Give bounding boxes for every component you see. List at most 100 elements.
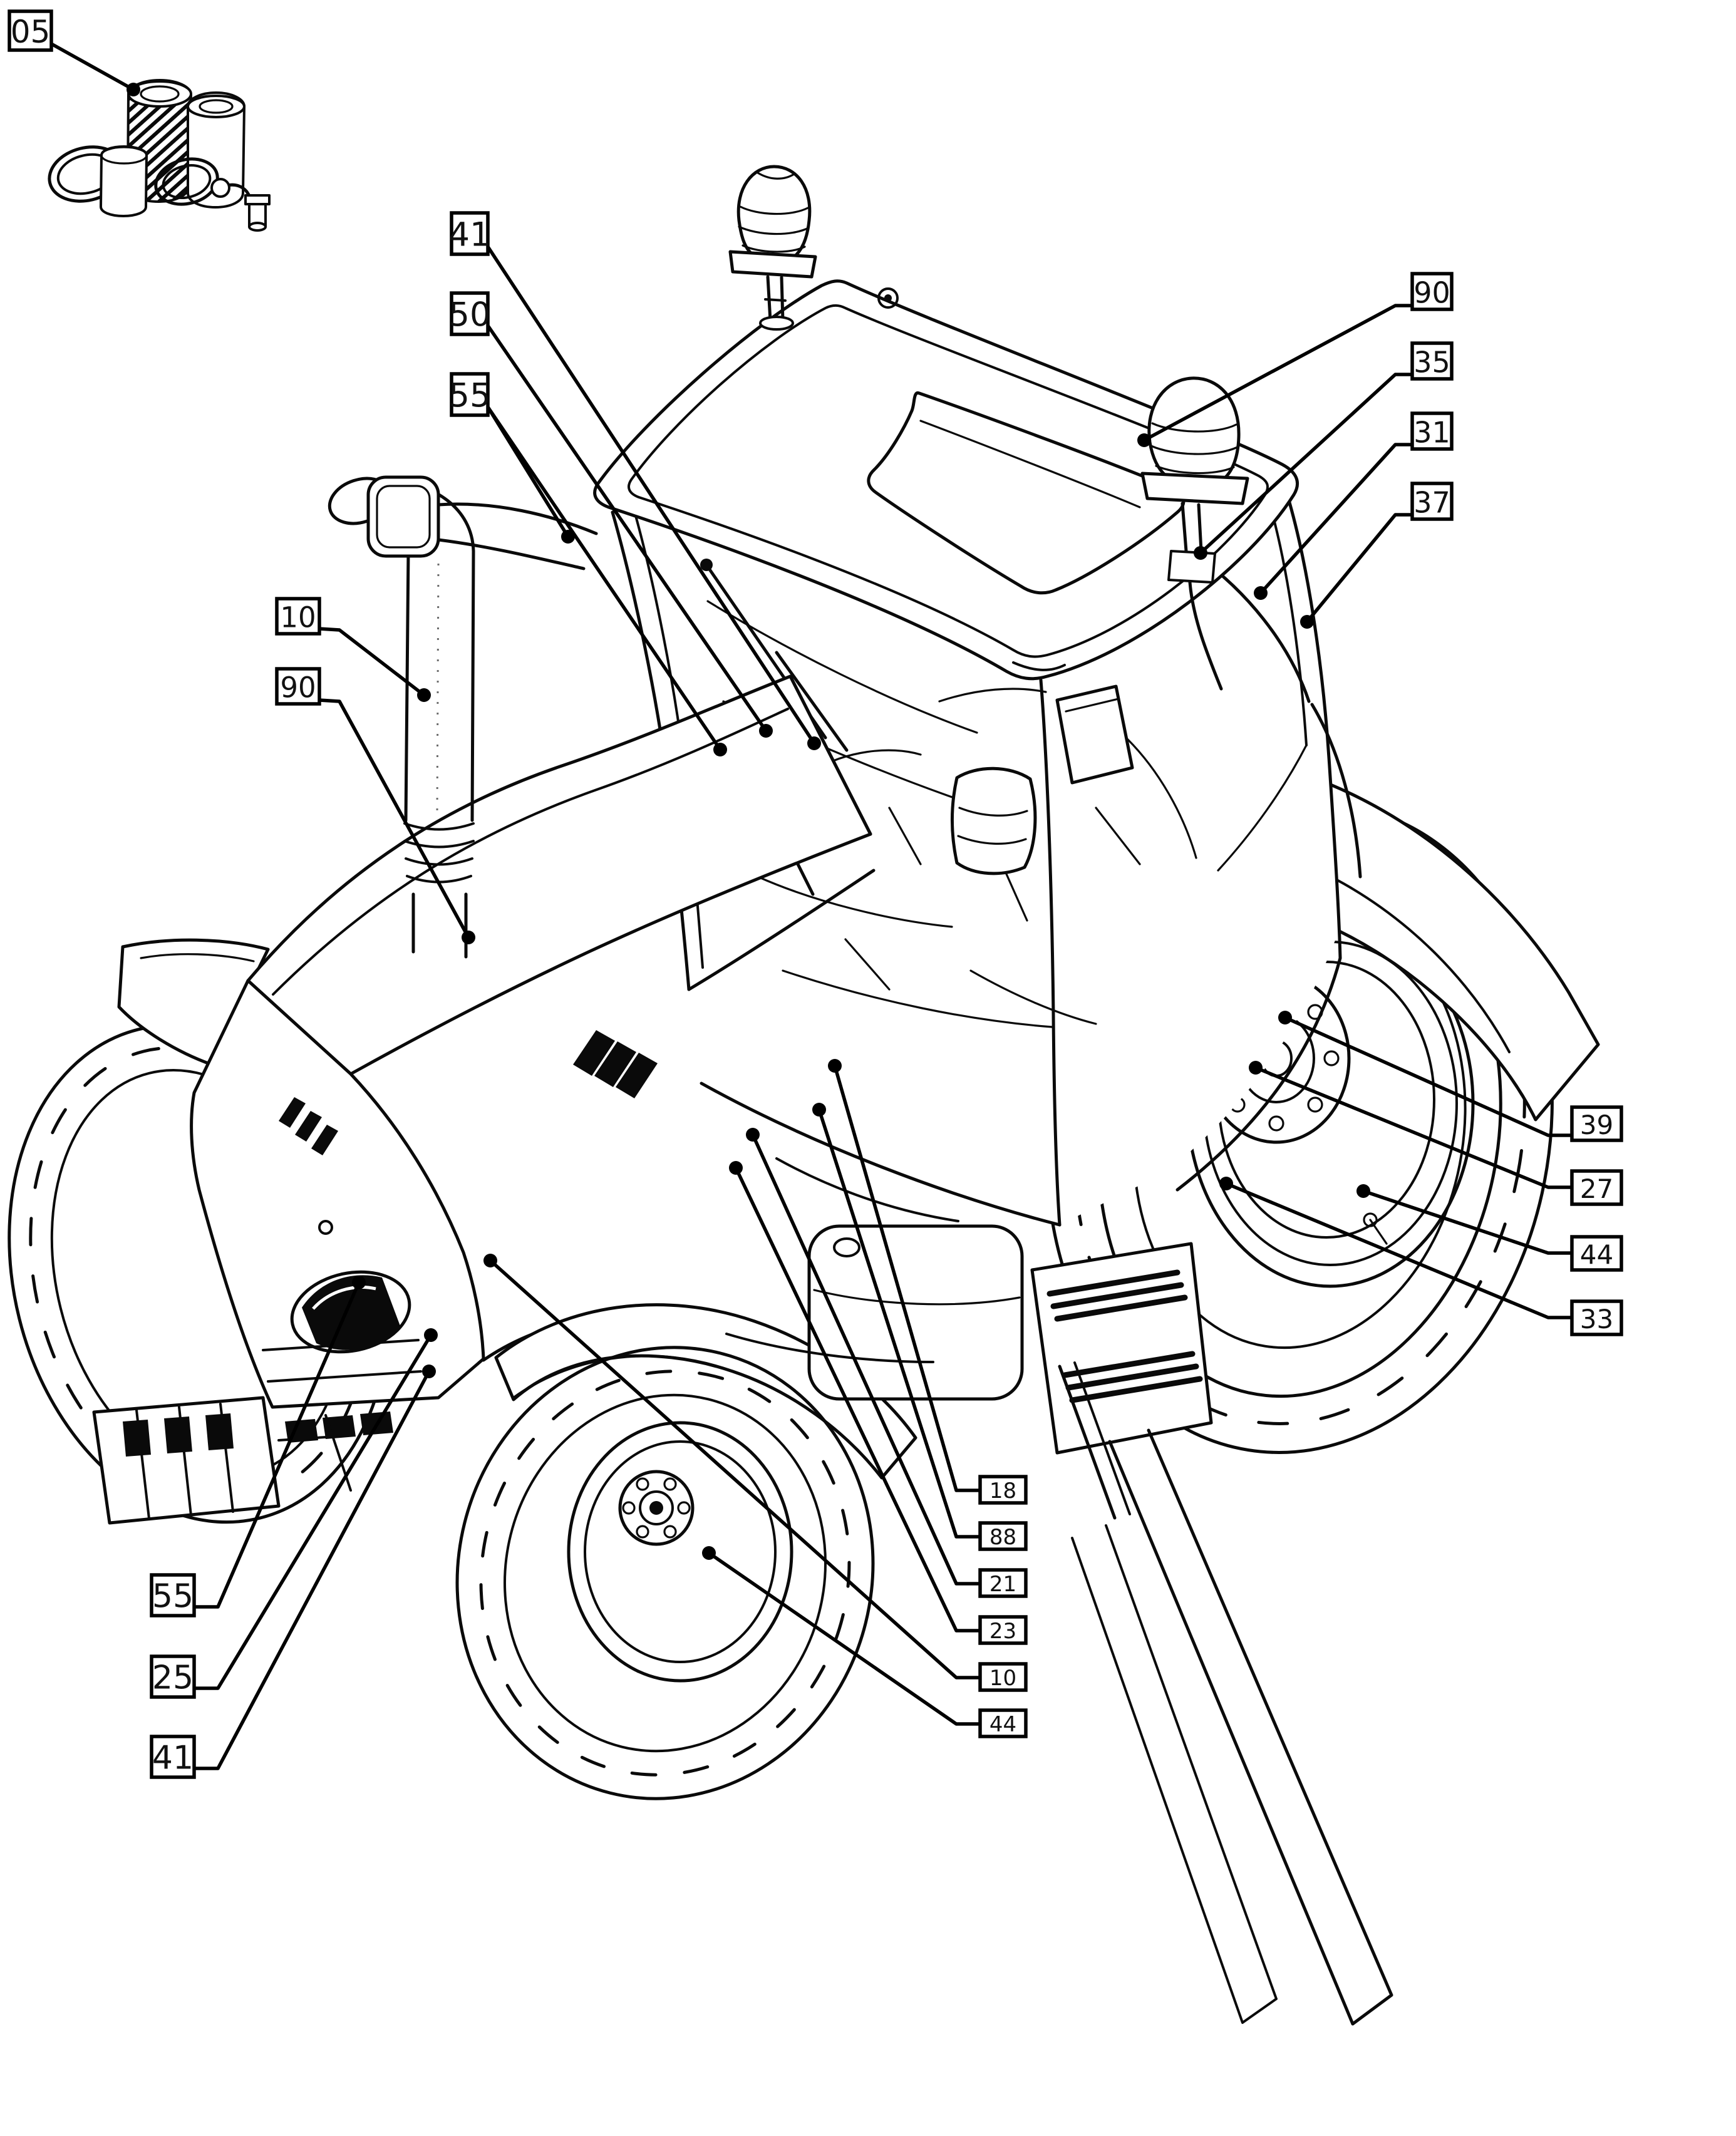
leader-line — [318, 698, 470, 939]
part-number-box[interactable] — [450, 291, 490, 336]
part-number-box[interactable] — [978, 1708, 1028, 1738]
part-number-box[interactable] — [450, 372, 490, 417]
callout-10[interactable]: 10 — [275, 597, 431, 702]
part-number-label: 44 — [989, 1712, 1016, 1737]
leader-dot — [1356, 1184, 1370, 1198]
part-number-box[interactable] — [150, 1735, 196, 1779]
callout-55[interactable]: 55 — [448, 372, 727, 756]
leader-dot — [127, 83, 140, 96]
leader-line — [486, 245, 816, 745]
part-number-label: 88 — [989, 1525, 1016, 1550]
callout-27[interactable]: 27 — [1249, 1061, 1623, 1206]
part-number-label: 33 — [1580, 1304, 1613, 1334]
inset-filter-kit — [48, 78, 271, 232]
beacon-front — [728, 165, 817, 331]
callout-35[interactable]: 35 — [1194, 341, 1454, 560]
callout-44[interactable]: 44 — [1356, 1184, 1623, 1272]
leader-line — [1199, 373, 1414, 555]
part-number-box[interactable] — [978, 1568, 1028, 1598]
leader-dot — [462, 931, 475, 944]
leader-dot — [1137, 433, 1151, 447]
callout-50[interactable]: 50 — [448, 291, 773, 738]
part-number-label: 23 — [989, 1619, 1016, 1644]
leader-line — [707, 1551, 982, 1726]
part-number-box[interactable] — [450, 211, 490, 256]
leader-line — [833, 1064, 982, 1492]
part-number-box[interactable] — [8, 9, 53, 52]
leader-dot — [807, 736, 821, 750]
part-number-box[interactable] — [1570, 1299, 1623, 1336]
part-number-label: 10 — [280, 601, 316, 634]
part-number-box[interactable] — [1570, 1169, 1623, 1206]
side-mirror — [366, 475, 598, 570]
part-number-box[interactable] — [150, 1654, 196, 1699]
callout-31[interactable]: 31 — [1254, 411, 1454, 600]
hood-vents — [279, 1030, 658, 1155]
callout-41[interactable]: 41 — [448, 211, 821, 750]
callout-55[interactable]: 55 — [150, 1276, 366, 1617]
part-number-label: 90 — [1413, 276, 1450, 310]
front-left-fender — [117, 938, 270, 1066]
hitch-arms — [1058, 1361, 1393, 2026]
callout-44[interactable]: 44 — [702, 1546, 1028, 1738]
part-number-box[interactable] — [978, 1615, 1028, 1645]
leader-line — [192, 1370, 431, 1770]
part-number-label: 41 — [152, 1740, 194, 1777]
leader-line — [751, 1133, 982, 1586]
callout-33[interactable]: 33 — [1219, 1177, 1623, 1336]
leader-line — [49, 42, 135, 91]
headlight — [290, 1270, 411, 1354]
callout-05[interactable]: 05 — [8, 9, 140, 96]
leader-dot — [746, 1128, 760, 1142]
part-number-box[interactable] — [978, 1475, 1028, 1505]
part-number-box[interactable] — [1410, 411, 1454, 451]
part-number-label: 35 — [1413, 346, 1450, 379]
leader-dot — [1254, 586, 1268, 600]
leader-line — [486, 324, 768, 733]
callout-10[interactable]: 10 — [483, 1254, 1028, 1692]
part-number-box[interactable] — [1410, 272, 1454, 311]
callout-41[interactable]: 41 — [150, 1365, 436, 1779]
part-number-label: 55 — [448, 377, 490, 415]
leader-line — [488, 1259, 982, 1679]
callout-88[interactable]: 88 — [812, 1103, 1028, 1551]
part-number-box[interactable] — [275, 597, 321, 636]
leader-line — [1254, 1066, 1574, 1189]
leader-line — [1283, 1016, 1574, 1137]
filter-cup — [99, 145, 148, 218]
leader-line — [734, 1166, 982, 1633]
leader-line — [817, 1108, 982, 1539]
part-number-box[interactable] — [1410, 341, 1454, 381]
callout-21[interactable]: 21 — [746, 1128, 1028, 1598]
part-number-label: 39 — [1580, 1110, 1613, 1140]
part-number-label: 25 — [152, 1659, 194, 1697]
leader-line — [192, 1281, 361, 1609]
cab — [611, 493, 1362, 1227]
part-number-box[interactable] — [978, 1662, 1028, 1692]
callout-90[interactable]: 90 — [275, 667, 475, 944]
leader-line — [1142, 304, 1414, 442]
part-number-label: 31 — [1413, 416, 1450, 450]
spin-on-filter — [187, 91, 246, 209]
callout-39[interactable]: 39 — [1278, 1011, 1623, 1142]
part-number-label: 41 — [448, 216, 490, 254]
part-number-box[interactable] — [1570, 1105, 1623, 1142]
part-number-label: 37 — [1413, 486, 1450, 520]
hood — [190, 674, 872, 1443]
callout-18[interactable]: 18 — [828, 1059, 1028, 1505]
leader-dot — [1219, 1177, 1233, 1190]
hub-bolts — [622, 1477, 691, 1539]
part-number-box[interactable] — [1570, 1235, 1623, 1272]
callout-23[interactable]: 23 — [729, 1161, 1028, 1645]
part-number-box[interactable] — [275, 667, 321, 706]
part-number-box[interactable] — [978, 1521, 1028, 1551]
seat — [951, 766, 1037, 875]
callout-25[interactable]: 25 — [150, 1328, 438, 1699]
part-number-box[interactable] — [150, 1573, 196, 1617]
part-number-box[interactable] — [1410, 482, 1454, 521]
part-number-label: 27 — [1580, 1174, 1613, 1204]
callout-37[interactable]: 37 — [1300, 482, 1454, 629]
leader-line — [192, 1333, 433, 1690]
callout-90[interactable]: 90 — [1137, 272, 1454, 447]
leader-line — [318, 627, 426, 697]
